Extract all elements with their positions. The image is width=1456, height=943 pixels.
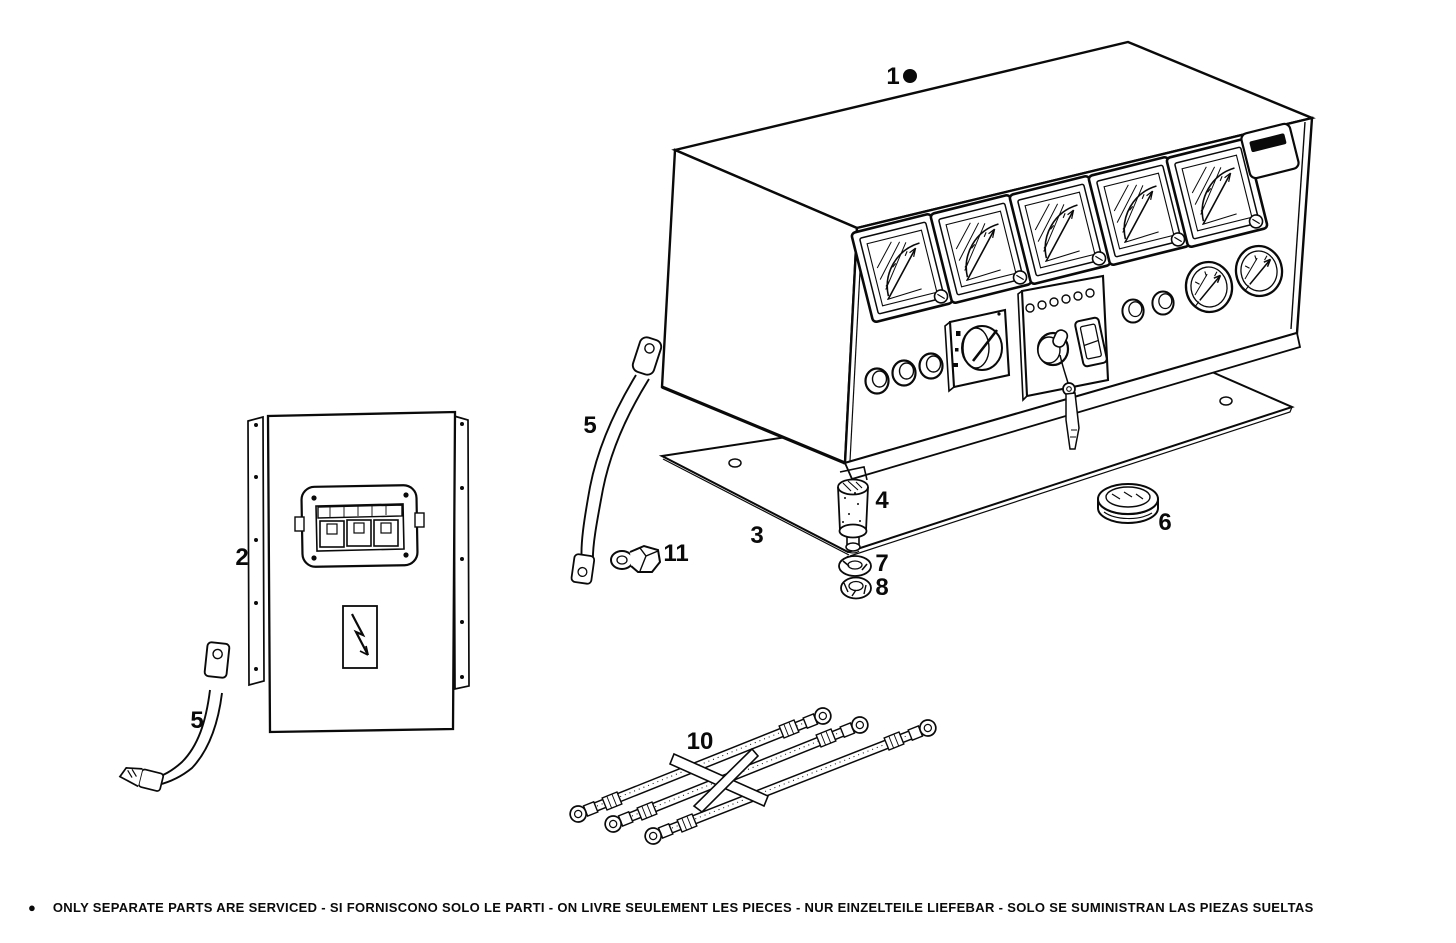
door-flange-left (247, 415, 265, 687)
key-switch-panel (1017, 274, 1110, 402)
plate-hole-right (1219, 396, 1233, 406)
signal-lamp-1 (1121, 298, 1145, 324)
cable-clamp (610, 544, 662, 573)
plate-hole-left (728, 458, 742, 468)
callouts: 1 2 3 4 5 5 6 7 8 10 11 (190, 63, 1171, 755)
door-flange-right (453, 414, 470, 691)
indicator-light-strip (1025, 288, 1095, 313)
callout-part5-lower: 5 (190, 707, 203, 734)
callout-part8: 8 (875, 574, 888, 601)
callout-part2: 2 (235, 544, 248, 571)
callout-part5-upper: 5 (583, 412, 596, 439)
callout-part4: 4 (875, 487, 889, 514)
push-button-3 (918, 352, 944, 380)
push-button-1 (864, 367, 890, 395)
callout-part3: 3 (750, 522, 763, 549)
battery-cable-lower (118, 641, 231, 792)
hex-nut (840, 576, 872, 600)
hanging-key (1059, 354, 1080, 450)
battery-cable-harness (566, 704, 940, 848)
harness-strap (668, 752, 770, 808)
rocker-switch (1074, 316, 1108, 368)
signal-lamp-2 (1151, 290, 1175, 316)
brand-badge (1240, 122, 1300, 180)
rotary-selector-switch (944, 308, 1011, 393)
control-panel-assembly (660, 40, 1316, 481)
battery-cable-upper (570, 336, 663, 585)
lightning-bolt-icon (351, 613, 369, 656)
callout-part7: 7 (875, 550, 888, 577)
footer-note-row: ● ONLY SEPARATE PARTS ARE SERVICED - SI … (28, 901, 1314, 914)
callout-part10: 10 (687, 728, 714, 755)
legend-bullet: ● (28, 900, 36, 915)
serviced-part-dot (903, 69, 917, 83)
callout-part6: 6 (1158, 509, 1171, 536)
footer-note: ONLY SEPARATE PARTS ARE SERVICED - SI FO… (52, 900, 1314, 915)
rubber-cap (1097, 483, 1159, 524)
vibration-mount (837, 466, 869, 559)
control-panel-door (247, 410, 470, 734)
circuit-breaker-block (294, 484, 425, 568)
callout-part1: 1 (886, 63, 899, 90)
push-button-2 (891, 359, 917, 387)
door-face (266, 410, 457, 734)
warning-decal (342, 605, 378, 669)
flat-washer (838, 555, 872, 577)
callout-part11: 11 (663, 540, 688, 567)
harness-strap-2 (692, 747, 760, 814)
